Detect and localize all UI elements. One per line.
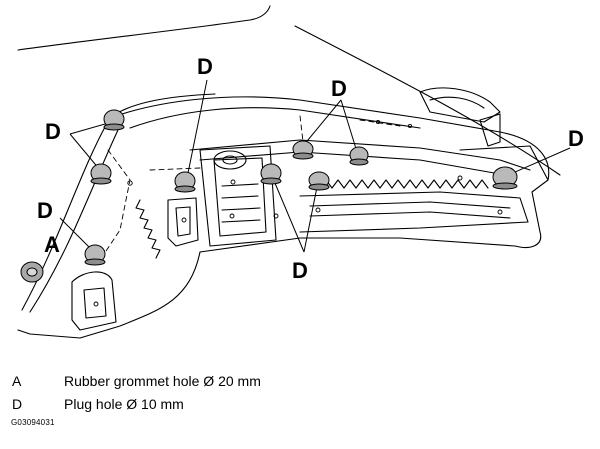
plug-icon <box>90 163 112 185</box>
plug-icon <box>292 140 314 160</box>
lower-rail <box>299 191 529 233</box>
legend-text: Plug hole Ø 10 mm <box>64 396 184 412</box>
callout-d-left: D <box>37 198 53 223</box>
wheel-arch <box>21 93 216 311</box>
callout-d-bottom: D <box>292 258 308 283</box>
plug-icon <box>308 171 330 191</box>
callout-d-top-center: D <box>197 54 213 79</box>
plug-icon <box>84 244 106 266</box>
seat-bracket-left <box>167 197 199 247</box>
legend-row-d: D Plug hole Ø 10 mm <box>12 396 184 412</box>
callout-d-top-left: D <box>45 119 61 144</box>
body-edge-line <box>294 25 561 176</box>
floor-pan-outline <box>17 96 550 339</box>
crossmember <box>199 145 277 247</box>
callout-a: A <box>44 232 60 257</box>
plug-icon <box>260 163 282 185</box>
seat-bracket-lower <box>71 271 117 331</box>
rear-structure <box>419 87 501 123</box>
plug-icon <box>349 146 369 166</box>
plug-icon <box>492 166 518 190</box>
leader-lines <box>59 79 571 253</box>
legend-letter: D <box>12 396 23 412</box>
plug-markers <box>20 109 518 283</box>
callout-d-top-right: D <box>331 76 347 101</box>
legend-row-a: A Rubber grommet hole Ø 20 mm <box>12 373 261 389</box>
callout-d-right: D <box>568 126 584 151</box>
plug-icon <box>174 171 196 193</box>
legend-text: Rubber grommet hole Ø 20 mm <box>64 373 261 389</box>
grommet-icon <box>20 261 44 283</box>
serrated-edge <box>319 179 489 189</box>
plug-icon <box>103 109 125 131</box>
legend-letter: A <box>12 373 22 389</box>
body-upper-outline <box>17 5 271 51</box>
figure-code: G03094031 <box>11 418 55 427</box>
sill-line <box>189 139 531 171</box>
